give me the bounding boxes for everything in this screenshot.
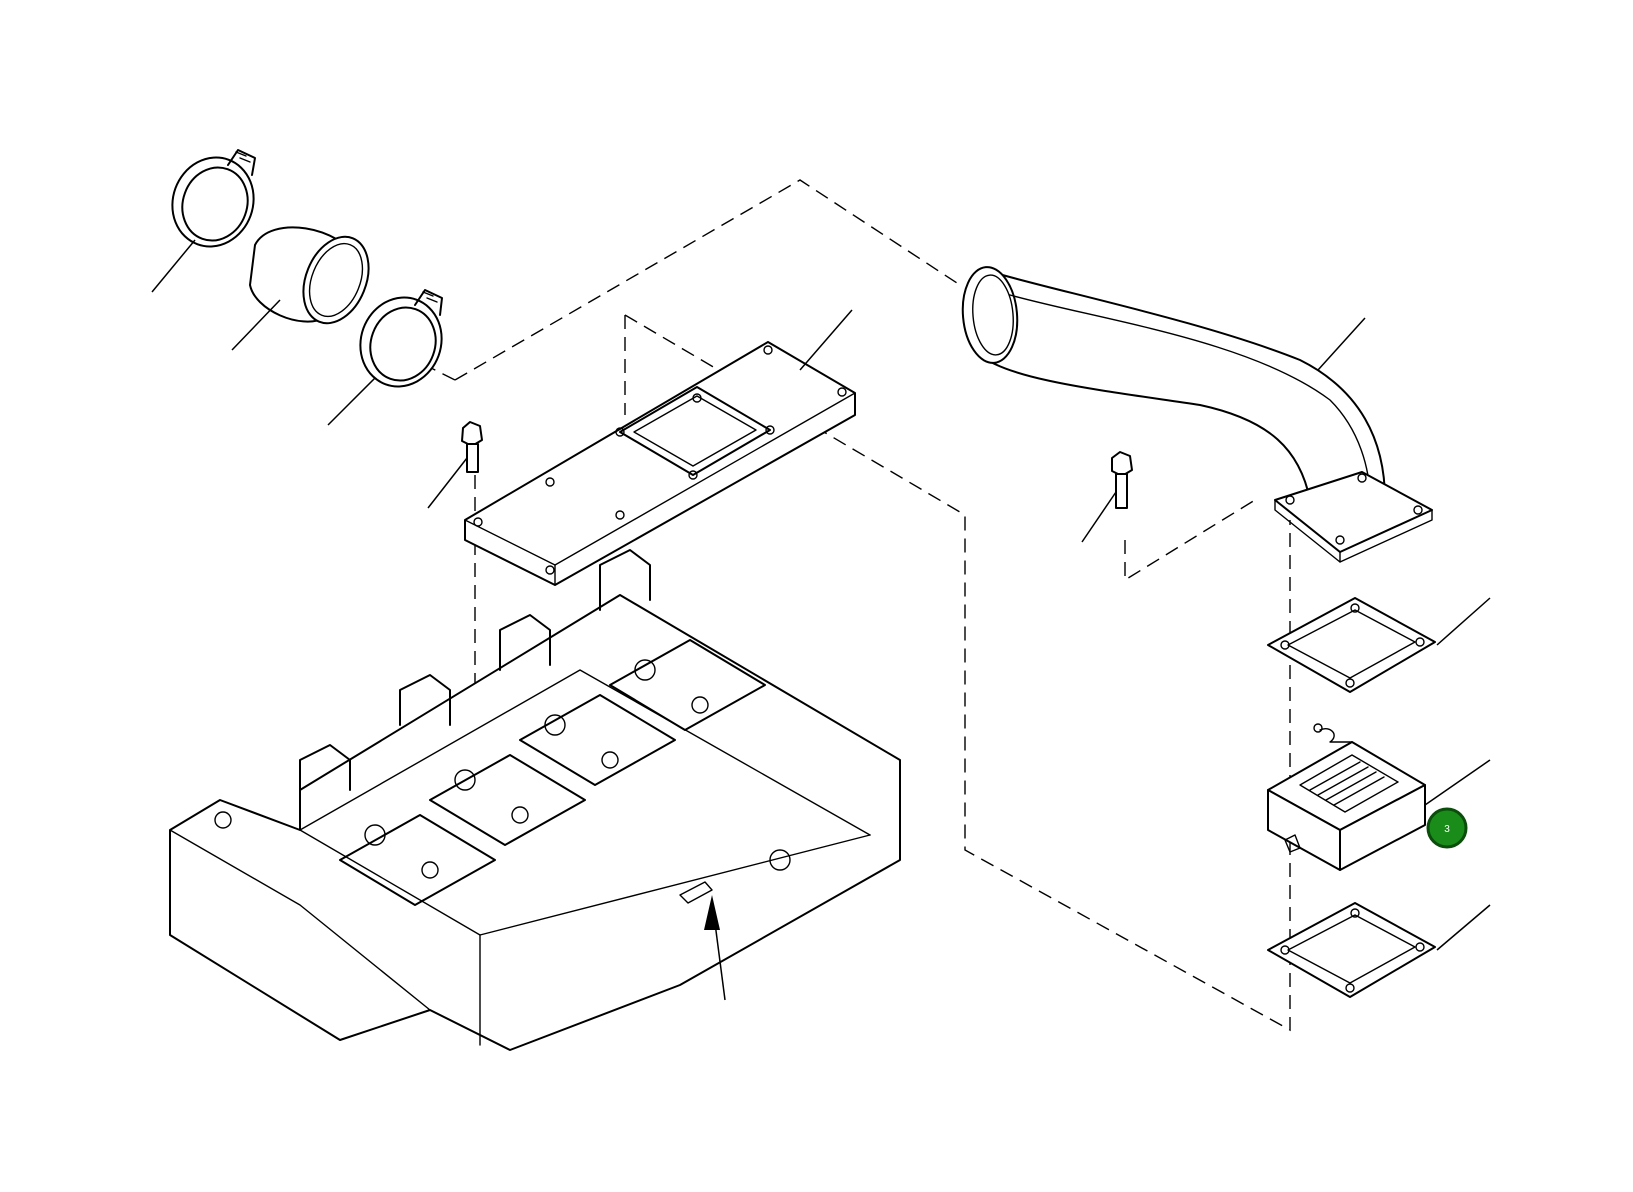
intake-cover-plate: [464, 341, 856, 586]
hotspot-3-circle[interactable]: [1426, 807, 1468, 849]
hose-clamp-lower: [359, 289, 443, 388]
hotspot-3[interactable]: 3: [1426, 807, 1468, 849]
leader-lines: [151, 239, 1491, 1001]
bolt-cover-plate: [461, 421, 483, 473]
grid-heater: [1267, 723, 1426, 871]
gasket-lower: [1267, 902, 1436, 998]
bolt-intake-pipe: [1111, 451, 1133, 509]
hotspot-3-label[interactable]: 3: [1444, 824, 1450, 835]
gasket-upper: [1267, 597, 1436, 693]
cylinder-head: [169, 549, 901, 1051]
hose-clamp-upper: [171, 149, 256, 248]
intake-pipe: [961, 266, 1433, 563]
hose-sleeve: [249, 226, 370, 325]
